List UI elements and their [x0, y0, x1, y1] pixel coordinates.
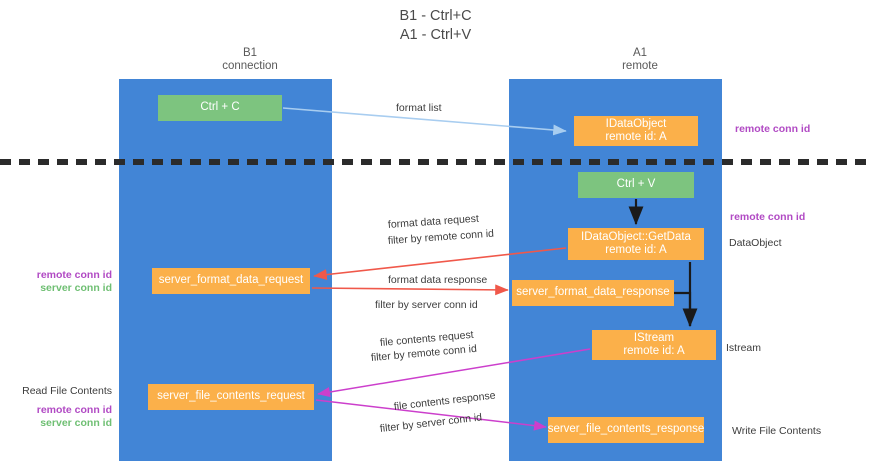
annotation-right-remote-conn-id-mid: remote conn id — [730, 211, 806, 223]
node-server-file-contents-request[interactable]: server_file_contents_request — [148, 384, 314, 410]
filter-prefix: filter by — [387, 232, 426, 247]
annotation-right-dataobject: DataObject — [729, 237, 782, 249]
filter-prefix: filter by — [379, 418, 418, 435]
annotation-left-server-conn-id-bottom: server conn id — [40, 417, 112, 429]
page-title: B1 - Ctrl+C A1 - Ctrl+V — [399, 8, 472, 43]
annotation-right-istream: Istream — [726, 342, 762, 354]
edge-label-format-data-response-filter: filter by server conn id — [375, 299, 478, 312]
edge-label-format-list: format list — [396, 102, 442, 114]
node-ctrl-c[interactable]: Ctrl + C — [158, 95, 282, 121]
node-server-file-contents-response[interactable]: server_file_contents_response — [548, 417, 704, 443]
filter-prefix: filter by — [375, 299, 412, 311]
column-header-a1: A1 remote — [622, 47, 658, 72]
annotation-right-write-file-contents: Write File Contents — [732, 425, 822, 437]
filter-prefix: filter by — [370, 348, 409, 364]
node-ctrl-v[interactable]: Ctrl + V — [578, 172, 694, 198]
annotation-left-read-file-contents: Read File Contents — [22, 385, 112, 397]
node-idataobject-remote[interactable]: IDataObject remote id: A — [574, 116, 698, 146]
annotation-left-server-conn-id-mid: server conn id — [40, 282, 112, 294]
node-idataobject-getdata[interactable]: IDataObject::GetData remote id: A — [568, 228, 704, 260]
node-server-format-data-request[interactable]: server_format_data_request — [152, 268, 310, 294]
edge-label-file-contents-response-filter: filter by server conn id — [379, 411, 483, 436]
filter-value-server-conn-id: server conn id — [411, 299, 478, 311]
section-divider — [0, 159, 871, 165]
column-header-b1: B1 connection — [222, 47, 278, 72]
filter-value-remote-conn-id: remote conn id — [424, 227, 495, 245]
edge-label-format-data-response: format data response — [388, 274, 488, 286]
annotation-right-remote-conn-id-top: remote conn id — [735, 123, 811, 135]
annotation-left-remote-conn-id-bottom: remote conn id — [36, 404, 112, 416]
node-istream[interactable]: IStream remote id: A — [592, 330, 716, 360]
filter-value-server-conn-id: server conn id — [415, 411, 483, 431]
annotation-left-remote-conn-id-mid: remote conn id — [36, 269, 112, 281]
node-server-format-data-response[interactable]: server_format_data_response — [512, 280, 674, 306]
edge-label-file-contents-response: file contents response — [393, 389, 497, 413]
